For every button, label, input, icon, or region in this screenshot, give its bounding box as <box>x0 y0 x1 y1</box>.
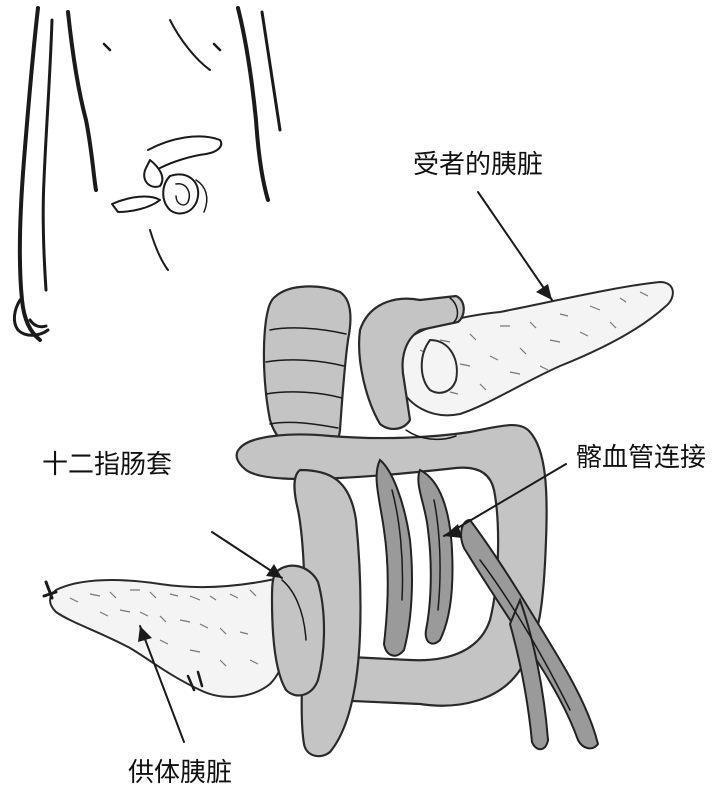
torso-inset <box>14 8 280 340</box>
iliac-anastomosis-label: 髂血管连接 <box>576 445 706 471</box>
donor-graft <box>44 566 324 697</box>
recipient-pancreas-label: 受者的胰脏 <box>413 152 543 178</box>
donor-pancreas-label: 供体胰脏 <box>128 760 232 786</box>
recipient-pancreas-arrow <box>478 192 552 300</box>
duodenal-cuff-arrow <box>212 532 282 578</box>
duodenal-cuff-label: 十二指肠套 <box>42 452 172 478</box>
